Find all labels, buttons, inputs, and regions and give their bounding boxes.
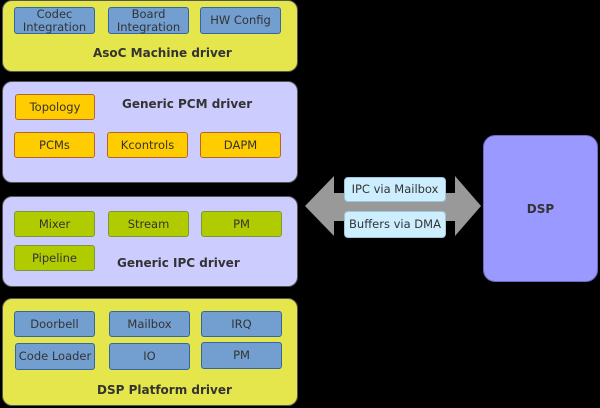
codec-integration-box: Codec Integration bbox=[14, 7, 95, 34]
buffers-via-dma-label: Buffers via DMA bbox=[349, 217, 441, 231]
ipc-pm-label: PM bbox=[233, 216, 250, 231]
io-label: IO bbox=[143, 349, 156, 363]
platform-pm-box: PM bbox=[201, 342, 282, 369]
dapm-box: DAPM bbox=[200, 132, 281, 158]
topology-label: Topology bbox=[29, 99, 81, 114]
ipc-pm-box: PM bbox=[201, 211, 282, 237]
stream-label: Stream bbox=[127, 216, 170, 231]
irq-box: IRQ bbox=[201, 311, 282, 337]
mixer-label: Mixer bbox=[38, 216, 71, 231]
pcms-label: PCMs bbox=[39, 137, 70, 152]
dapm-label: DAPM bbox=[223, 137, 258, 152]
hw-config-label: HW Config bbox=[210, 13, 271, 27]
codec-integration-label: Codec Integration bbox=[22, 6, 87, 34]
platform-driver-group: Doorbell Mailbox IRQ Code Loader IO PM D… bbox=[2, 298, 298, 406]
topology-box: Topology bbox=[15, 94, 95, 120]
pcm-driver-title: Generic PCM driver bbox=[122, 97, 253, 111]
platform-driver-title: DSP Platform driver bbox=[97, 383, 232, 397]
pipeline-label: Pipeline bbox=[31, 250, 77, 265]
ipc-via-mailbox-label-box: IPC via Mailbox bbox=[344, 177, 446, 202]
kcontrols-label: Kcontrols bbox=[120, 137, 175, 152]
mixer-box: Mixer bbox=[14, 211, 95, 237]
ipc-driver-title: Generic IPC driver bbox=[117, 256, 240, 270]
machine-driver-group: Codec Integration Board Integration HW C… bbox=[2, 0, 298, 72]
buffers-via-dma-label-box: Buffers via DMA bbox=[344, 211, 446, 238]
ipc-via-mailbox-label: IPC via Mailbox bbox=[351, 182, 439, 196]
pcms-box: PCMs bbox=[14, 132, 95, 158]
dsp-title: DSP bbox=[526, 201, 555, 216]
board-integration-label: Board Integration bbox=[116, 6, 181, 34]
doorbell-box: Doorbell bbox=[14, 311, 95, 337]
doorbell-label: Doorbell bbox=[30, 316, 79, 331]
platform-pm-label: PM bbox=[233, 348, 250, 362]
machine-driver-title: AsoC Machine driver bbox=[93, 46, 232, 60]
dsp-block: DSP bbox=[483, 135, 598, 282]
irq-label: IRQ bbox=[231, 316, 252, 331]
ipc-driver-group: Mixer Stream PM Pipeline Generic IPC dri… bbox=[2, 196, 298, 287]
mailbox-label: Mailbox bbox=[127, 316, 172, 331]
pipeline-box: Pipeline bbox=[14, 245, 95, 271]
stream-box: Stream bbox=[108, 211, 189, 237]
pcm-driver-group: Topology Generic PCM driver PCMs Kcontro… bbox=[2, 81, 298, 183]
mailbox-box: Mailbox bbox=[109, 311, 190, 337]
kcontrols-box: Kcontrols bbox=[107, 132, 188, 158]
io-box: IO bbox=[109, 343, 190, 370]
code-loader-box: Code Loader bbox=[15, 343, 95, 370]
hw-config-box: HW Config bbox=[200, 7, 281, 34]
board-integration-box: Board Integration bbox=[108, 7, 189, 34]
code-loader-label: Code Loader bbox=[18, 349, 92, 363]
